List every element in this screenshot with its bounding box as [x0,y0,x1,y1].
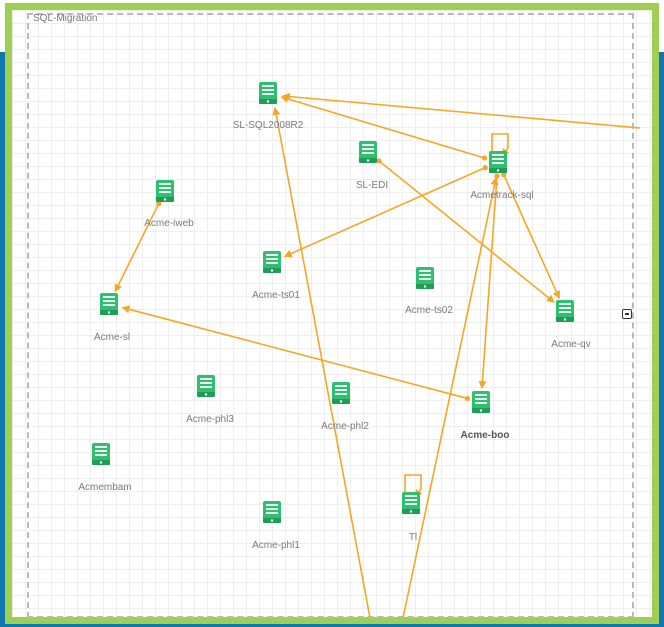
server-icon[interactable] [332,382,350,404]
edge-acme-iweb-to-acme-sl[interactable] [114,203,160,293]
server-icon[interactable] [92,443,110,465]
server-icon[interactable] [556,300,574,322]
server-icon[interactable] [263,501,281,523]
edge-start-acmetrack-sql-sl-sql2008r2 [481,155,488,161]
group-label: SQL-Migration [33,13,98,24]
edge-start-acme-iweb-acme-sl [156,200,162,207]
server-icon[interactable] [259,82,277,104]
node-label: Acmetrack-sql [470,190,534,201]
server-icon[interactable] [100,293,118,315]
edge-start-acmetrack-sql-acme-boo [494,173,500,179]
node-label: Tl [408,532,418,543]
node-label: Acme-ts01 [252,290,300,301]
self-loop-edge-tl[interactable] [404,474,423,498]
node-label: Acme-boo [460,430,510,441]
edge-acmetrack-sql-to-sl-sql2008r2[interactable] [280,95,485,159]
edge-start-acmetrack-sql-acme-qv [501,172,507,178]
diagram-canvas[interactable] [5,3,659,624]
server-icon[interactable] [402,492,420,514]
node-label: Acme-phl1 [252,540,300,551]
edge-acmetrack-sql-to-acme-qv[interactable] [503,174,561,300]
node-label: SL-SQL2008R2 [232,120,304,131]
server-icon[interactable] [472,391,490,413]
node-label: Acme-phl3 [186,414,234,425]
self-loop-edge-acmetrack-sql[interactable] [491,133,510,157]
group-container[interactable] [27,13,634,618]
server-icon[interactable] [359,141,377,163]
server-icon[interactable] [416,267,434,289]
server-icon[interactable] [489,151,507,173]
edge-acmetrack-sql-to-acme-boo[interactable] [478,175,498,390]
external-edge-to-sl-sql2008r2-bottom[interactable] [272,107,371,619]
node-label: Acmembam [78,482,132,493]
server-icon[interactable] [197,375,215,397]
edge-start-sl-edi-acme-qv [376,158,382,164]
node-label: Acme-iweb [144,218,194,229]
server-icon[interactable] [156,180,174,202]
node-label: SL-EDI [355,180,389,191]
node-label: Acme-phl2 [321,421,369,432]
node-label: Acme-sl [93,332,131,343]
edge-sl-edi-to-acme-qv[interactable] [378,160,555,303]
collapse-button[interactable] [622,309,632,319]
edge-acmetrack-sql-to-acme-ts01[interactable] [283,166,486,258]
server-icon[interactable] [263,251,281,273]
external-edge-to-acmetrack-sql-bottom[interactable] [402,177,499,619]
node-label: Acme-ts02 [405,305,453,316]
external-edge-to-sl-sql2008r2[interactable] [282,92,641,129]
edge-acme-boo-to-acme-sl[interactable] [121,305,468,400]
node-label: Acme-qv [551,339,591,350]
edge-start-acmetrack-sql-acme-ts01 [482,165,488,171]
edge-start-acme-boo-acme-sl [464,395,471,402]
